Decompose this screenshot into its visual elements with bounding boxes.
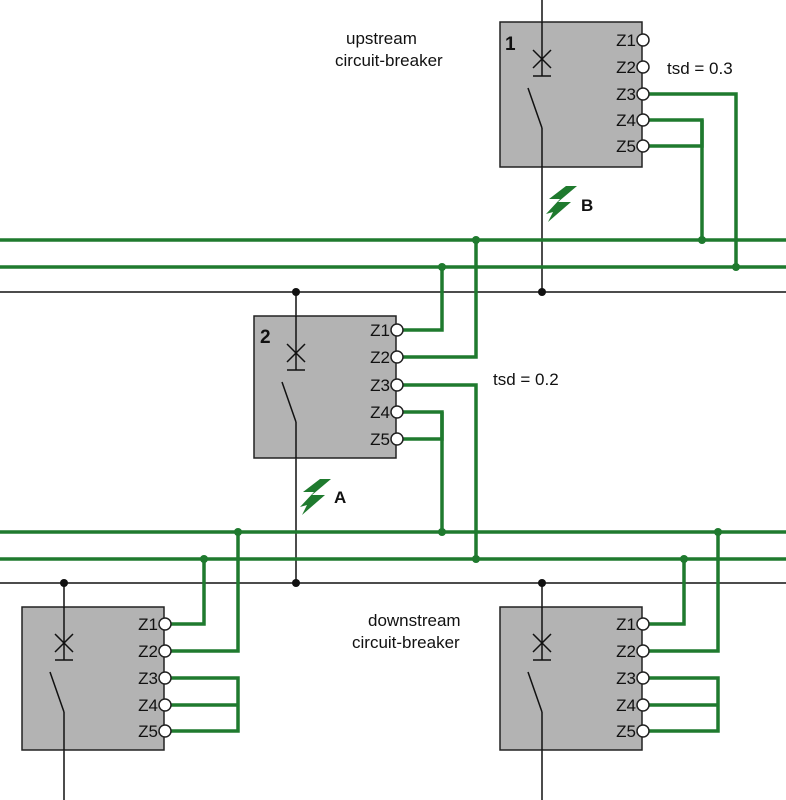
circuit-breaker-1: 1 Z1 Z2 Z3 Z4 Z5 tsd = 0.3 upstream circ…	[335, 21, 733, 168]
cb2-z3-wire	[400, 383, 478, 559]
terminal-z2	[636, 644, 650, 658]
junction-dot	[538, 288, 546, 296]
terminal-z3	[390, 378, 404, 392]
terminal-z2	[636, 60, 650, 74]
cb4-z1-wire	[648, 559, 686, 626]
cb2-z2-wire	[400, 240, 478, 359]
terminal-label-z1: Z1	[616, 615, 636, 634]
terminal-label-z1: Z1	[138, 615, 158, 634]
circuit-breaker-3: Z1 Z2 Z3 Z4 Z5	[21, 606, 172, 751]
terminal-label-z2: Z2	[616, 58, 636, 77]
fault-label: B	[581, 196, 593, 215]
cb2-z1-wire	[400, 267, 444, 332]
cb1-z3-wire	[648, 92, 738, 267]
circuit-breaker-4: Z1 Z2 Z3 Z4 Z5 downstream circuit-breake…	[352, 606, 650, 751]
junction-dot	[698, 236, 706, 244]
breaker-cross-icon	[54, 625, 74, 661]
tsd-label: tsd = 0.2	[493, 370, 559, 389]
terminal-label-z3: Z3	[616, 85, 636, 104]
lightning-bolt-icon	[546, 186, 577, 222]
circuit-breaker-2: 2 Z1 Z2 Z3 Z4 Z5 tsd = 0.2	[253, 315, 559, 459]
terminal-z3	[158, 671, 172, 685]
caption-line-2: circuit-breaker	[352, 633, 460, 652]
terminal-label-z4: Z4	[616, 696, 636, 715]
terminal-z1	[636, 617, 650, 631]
terminal-label-z1: Z1	[616, 31, 636, 50]
cb3-z1-wire	[168, 559, 206, 626]
terminal-z5	[636, 724, 650, 738]
breaker-contact-icon	[527, 671, 543, 713]
junction-dot	[732, 263, 740, 271]
terminal-z4	[390, 405, 404, 419]
terminal-label-z1: Z1	[370, 321, 390, 340]
breaker-body	[499, 606, 643, 751]
terminal-z5	[390, 432, 404, 446]
fault-b: B	[546, 186, 593, 222]
junction-dots	[60, 236, 740, 587]
junction-dot	[438, 263, 446, 271]
cb1-z4-z5-loop	[648, 118, 704, 148]
terminal-z2	[158, 644, 172, 658]
breaker-number: 1	[505, 34, 516, 55]
cb3-z2-wire	[168, 532, 240, 653]
breaker-contact-icon	[527, 87, 543, 129]
breaker-number: 2	[260, 327, 271, 348]
terminal-z1	[636, 33, 650, 47]
terminal-z5	[636, 139, 650, 153]
terminal-z1	[390, 323, 404, 337]
terminal-z4	[636, 113, 650, 127]
terminal-label-z3: Z3	[370, 376, 390, 395]
breaker-body	[21, 606, 165, 751]
terminal-z5	[158, 724, 172, 738]
cb4-z2-wire	[648, 532, 720, 653]
terminal-label-z2: Z2	[370, 348, 390, 367]
terminal-z4	[158, 698, 172, 712]
terminal-label-z5: Z5	[138, 722, 158, 741]
caption-line-1: downstream	[368, 611, 461, 630]
junction-dot	[200, 555, 208, 563]
terminal-label-z5: Z5	[370, 430, 390, 449]
terminal-z4	[636, 698, 650, 712]
pilot-wires	[0, 92, 786, 733]
breaker-cross-icon	[532, 625, 552, 661]
junction-dot	[472, 236, 480, 244]
junction-dot	[714, 528, 722, 536]
terminal-label-z4: Z4	[138, 696, 158, 715]
cb2-z4-z5-loop	[400, 410, 444, 441]
terminal-z2	[390, 350, 404, 364]
terminal-label-z5: Z5	[616, 722, 636, 741]
terminal-label-z5: Z5	[616, 137, 636, 156]
terminal-label-z4: Z4	[370, 403, 390, 422]
terminal-label-z2: Z2	[138, 642, 158, 661]
breaker-cross-icon	[532, 40, 552, 77]
junction-dot	[472, 555, 480, 563]
junction-dot	[292, 288, 300, 296]
caption-line-1: upstream	[346, 29, 417, 48]
fault-a: A	[300, 479, 346, 515]
junction-dot	[60, 579, 68, 587]
terminal-z3	[636, 87, 650, 101]
terminal-label-z2: Z2	[616, 642, 636, 661]
tsd-label: tsd = 0.3	[667, 59, 733, 78]
junction-dot	[292, 579, 300, 587]
terminal-z1	[158, 617, 172, 631]
breaker-cross-icon	[286, 335, 306, 371]
lightning-bolt-icon	[300, 479, 331, 515]
fault-label: A	[334, 488, 346, 507]
terminal-z3	[636, 671, 650, 685]
junction-dot	[680, 555, 688, 563]
terminal-label-z3: Z3	[138, 669, 158, 688]
breaker-body	[253, 315, 397, 459]
breaker-contact-icon	[49, 671, 65, 713]
junction-dot	[438, 528, 446, 536]
junction-dot	[538, 579, 546, 587]
junction-dot	[234, 528, 242, 536]
caption-line-2: circuit-breaker	[335, 51, 443, 70]
terminal-label-z3: Z3	[616, 669, 636, 688]
breaker-contact-icon	[281, 381, 297, 423]
terminal-label-z4: Z4	[616, 111, 636, 130]
